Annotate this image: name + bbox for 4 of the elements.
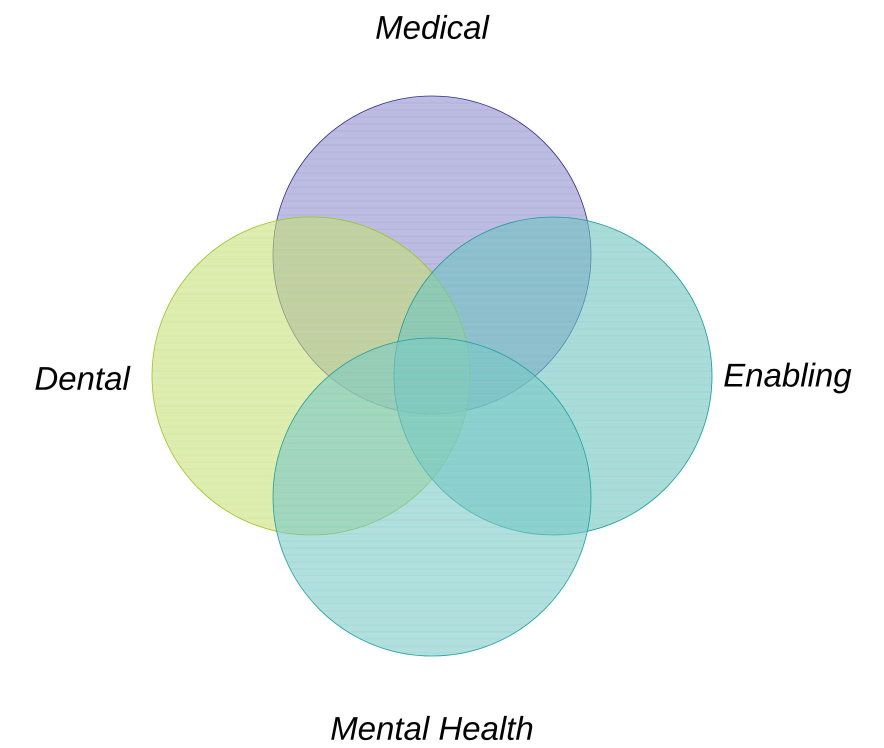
node-label: Mental Health	[331, 716, 532, 740]
node-label: Medical	[376, 14, 490, 40]
node-label: Dental	[35, 366, 131, 390]
node-label: Enabling	[724, 362, 852, 394]
